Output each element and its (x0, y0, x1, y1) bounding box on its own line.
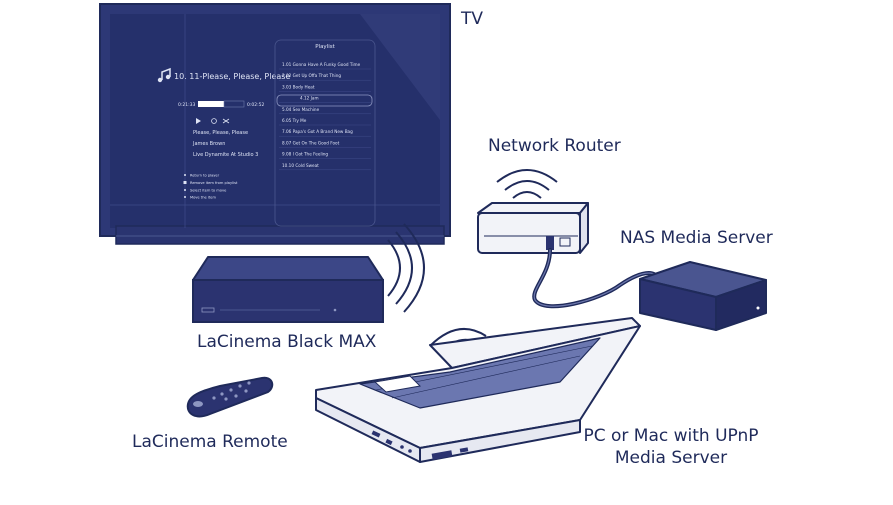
ethernet-port-icon (559, 237, 571, 247)
music-note-icon (157, 67, 171, 83)
menu-item[interactable]: Remove item from playlist (190, 181, 238, 185)
repeat-icon (211, 118, 217, 124)
wifi-signal-icon (387, 239, 401, 297)
time-total: 0:02:52 (247, 102, 264, 108)
trackpad (373, 375, 422, 393)
playlist-panel: Playlist 1.01 Gonna Have A Funky Good Ti… (274, 39, 376, 227)
pc-label-line2: Media Server (614, 448, 728, 468)
progress-track (223, 100, 245, 108)
context-menu: Return to player Remove item from playli… (183, 174, 238, 200)
selected-row-highlight (276, 94, 373, 107)
tv-label: TV (461, 9, 484, 29)
menu-item[interactable]: Select item to move (190, 189, 227, 193)
wifi-signal-icon (496, 169, 558, 183)
playlist-item[interactable]: 4.12 Jam (300, 96, 319, 101)
playlist-item[interactable]: 5.04 Sex Machine (282, 107, 320, 112)
usb-port-icon (371, 430, 381, 438)
router-label: Network Router (488, 136, 621, 156)
nas-label: NAS Media Server (620, 228, 773, 248)
artist-name: James Brown (192, 141, 225, 147)
progress-fill (198, 101, 224, 107)
pc-label-line1: PC or Mac with UPnP (583, 426, 759, 446)
usb-port-icon (201, 307, 215, 313)
song-title: Please, Please, Please (193, 130, 248, 136)
laptop (315, 317, 641, 463)
power-led-icon (756, 306, 760, 310)
play-icon (196, 118, 201, 124)
media-player-box (192, 223, 425, 323)
playlist-title: Playlist (315, 44, 335, 50)
playlist-item[interactable]: 2.02 Get Up Offa That Thing (282, 73, 341, 78)
tv: 10. 11-Please, Please, Please 0:21:33 0:… (99, 3, 451, 245)
playlist-item[interactable]: 3.03 Body Heat (282, 84, 315, 89)
video-port-icon (431, 450, 453, 460)
time-elapsed: 0:21:33 (178, 102, 195, 108)
playlist-item[interactable]: 1.01 Gonna Have A Funky Good Time (282, 62, 361, 67)
album-name: Live Dynamite At Studio 3 (193, 152, 258, 158)
menu-item[interactable]: Return to player (190, 174, 220, 178)
nas-media-server (639, 261, 767, 331)
remote-label: LaCinema Remote (132, 432, 288, 452)
now-playing-title: 10. 11-Please, Please, Please (174, 72, 290, 81)
wifi-signal-icon (429, 328, 487, 347)
playlist-item[interactable]: 6.05 Try Me (282, 118, 307, 123)
playlist-item[interactable]: 8.07 Get On The Good Foot (282, 140, 340, 145)
playlist-item[interactable]: 10.10 Cold Sweat (282, 163, 319, 168)
network-router (477, 169, 589, 254)
playlist-item[interactable]: 7.06 Papa's Got A Brand New Bag (282, 129, 353, 134)
remote-control (186, 376, 274, 418)
player-label: LaCinema Black MAX (197, 332, 377, 352)
playlist-item[interactable]: 9.08 I Got The Feeling (282, 152, 328, 157)
remote-logo-icon (193, 401, 203, 407)
shuffle-icon (222, 118, 230, 124)
keyboard-icon (359, 337, 601, 409)
menu-item[interactable]: Move the item (190, 196, 216, 200)
